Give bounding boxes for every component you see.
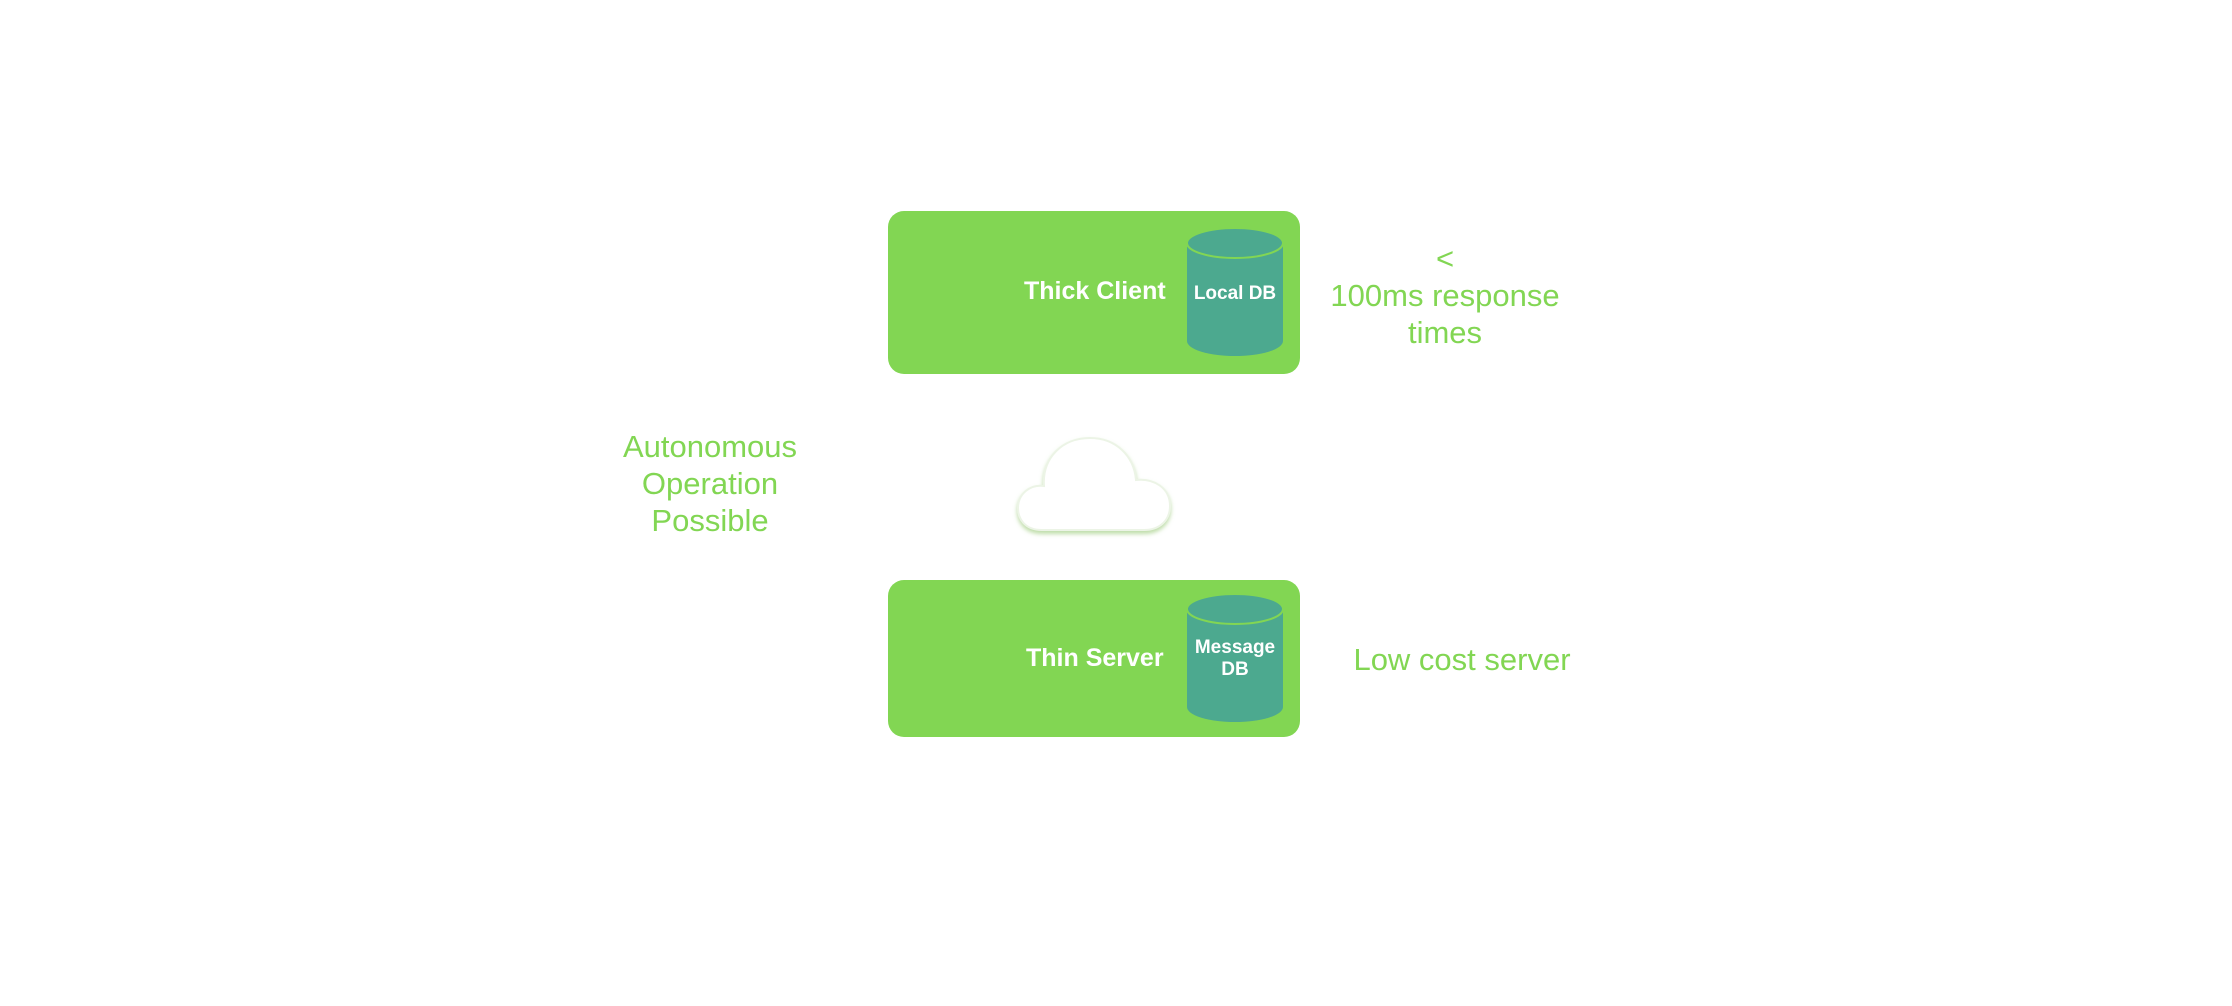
low-cost-server-note: Low cost server — [1353, 642, 1571, 677]
message-db-label: Message DB — [1194, 637, 1276, 680]
response-time-note: < 100ms response times — [1330, 241, 1560, 350]
local-db-database-icon: Local DB — [1186, 227, 1284, 357]
autonomous-operation-note: Autonomous Operation Possible — [622, 429, 798, 538]
message-db-database-icon: Message DB — [1186, 593, 1284, 723]
thin-server-box: Thin Server Message DB — [888, 580, 1300, 737]
thin-server-label: Thin Server — [1026, 644, 1164, 672]
thick-client-box: Thick Client Local DB — [888, 211, 1300, 374]
local-db-label: Local DB — [1193, 283, 1277, 304]
cloud-icon — [1012, 434, 1182, 549]
thick-client-label: Thick Client — [1024, 277, 1166, 305]
